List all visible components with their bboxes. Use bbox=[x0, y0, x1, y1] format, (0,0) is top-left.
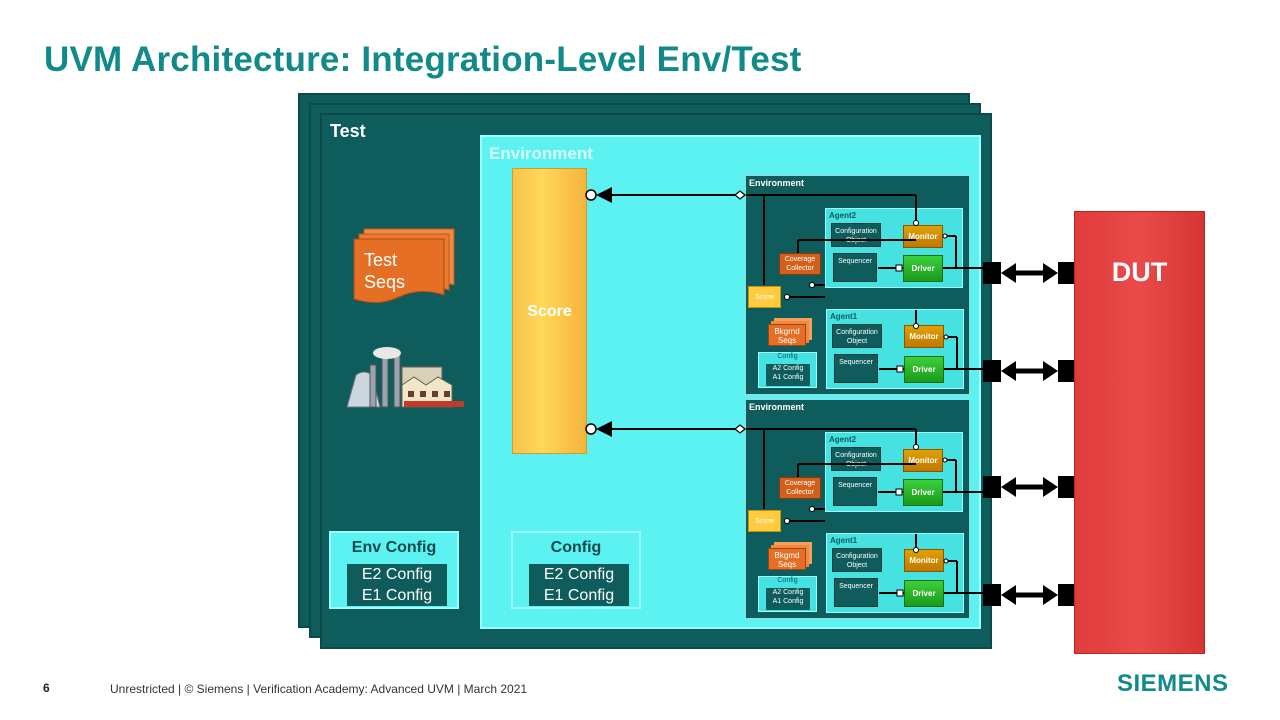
test-label: Test bbox=[330, 121, 366, 141]
page-number: 6 bbox=[43, 681, 50, 695]
agent-config-item: A2 Config bbox=[772, 365, 804, 372]
slide-title: UVM Architecture: Integration-Level Env/… bbox=[44, 40, 802, 79]
dut-block bbox=[1074, 211, 1205, 654]
test-seqs-label: Test Seqs bbox=[364, 249, 405, 293]
bkgnd-seqs: Bkgrnd Seqs bbox=[768, 324, 806, 346]
agent-config-items: A2 Config A1 Config bbox=[766, 364, 810, 386]
sequencer: Sequencer bbox=[833, 253, 877, 282]
monitor: Monitor bbox=[904, 325, 944, 348]
sub-environment-label: Environment bbox=[749, 402, 805, 412]
agent-config-box: Config A2 Config A1 Config bbox=[758, 576, 817, 612]
coverage-collector: Coverage Collector bbox=[779, 477, 821, 499]
driver: Driver bbox=[904, 580, 944, 607]
agent-config-box: Config A2 Config A1 Config bbox=[758, 352, 817, 388]
agent-label: Agent1 bbox=[830, 536, 858, 545]
monitor: Monitor bbox=[903, 225, 943, 248]
coverage-collector: Coverage Collector bbox=[779, 253, 821, 275]
env-config-item: E1 Config bbox=[361, 587, 433, 604]
env-config-title: Env Config bbox=[351, 539, 437, 556]
siemens-logo: SIEMENS bbox=[1117, 670, 1229, 697]
driver: Driver bbox=[903, 255, 943, 282]
agent-label: Agent1 bbox=[830, 312, 858, 321]
agent-label: Agent2 bbox=[829, 211, 857, 220]
config-item: E1 Config bbox=[543, 587, 615, 604]
config-box: Config E2 Config E1 Config bbox=[511, 531, 641, 609]
configuration-object: Configuration Object bbox=[832, 324, 882, 348]
driver: Driver bbox=[904, 356, 944, 383]
agent-config-item: A1 Config bbox=[772, 374, 804, 381]
score-label: Score bbox=[527, 303, 572, 320]
agent-config-item: A1 Config bbox=[772, 598, 804, 605]
monitor: Monitor bbox=[904, 549, 944, 572]
bkgnd-seqs: Bkgmd Seqs bbox=[768, 548, 806, 570]
agent-label: Agent2 bbox=[829, 435, 857, 444]
configuration-object: Configuration Object bbox=[831, 447, 881, 471]
test-seqs-icon bbox=[353, 228, 455, 303]
env-config-item: E2 Config bbox=[361, 566, 433, 583]
env-config-box: Env Config E2 Config E1 Config bbox=[329, 531, 459, 609]
agent-config-item: A2 Config bbox=[772, 589, 804, 596]
dut-label: DUT bbox=[1111, 257, 1168, 287]
agent-config-items: A2 Config A1 Config bbox=[766, 588, 810, 610]
score-small: Score bbox=[748, 286, 781, 308]
monitor: Monitor bbox=[903, 449, 943, 472]
agent-config-title: Config bbox=[777, 353, 798, 360]
factory-icon bbox=[346, 347, 464, 408]
driver: Driver bbox=[903, 479, 943, 506]
environment-label: Environment bbox=[489, 144, 593, 163]
config-title: Config bbox=[550, 539, 602, 556]
test-seqs-line-1: Test bbox=[364, 250, 398, 270]
sequencer: Sequencer bbox=[833, 477, 877, 506]
config-items: E2 Config E1 Config bbox=[529, 564, 629, 606]
sub-environment-label: Environment bbox=[749, 178, 805, 188]
sequencer: Sequencer bbox=[834, 354, 878, 383]
agent-config-title: Config bbox=[777, 577, 798, 584]
score-small: Score bbox=[748, 510, 781, 532]
config-item: E2 Config bbox=[543, 566, 615, 583]
env-config-items: E2 Config E1 Config bbox=[347, 564, 447, 606]
score-block bbox=[512, 168, 587, 454]
sequencer: Sequencer bbox=[834, 578, 878, 607]
footer-text: Unrestricted | © Siemens | Verification … bbox=[110, 682, 528, 696]
configuration-object: Configuration Object bbox=[832, 548, 882, 572]
test-seqs-line-2: Seqs bbox=[364, 272, 406, 292]
